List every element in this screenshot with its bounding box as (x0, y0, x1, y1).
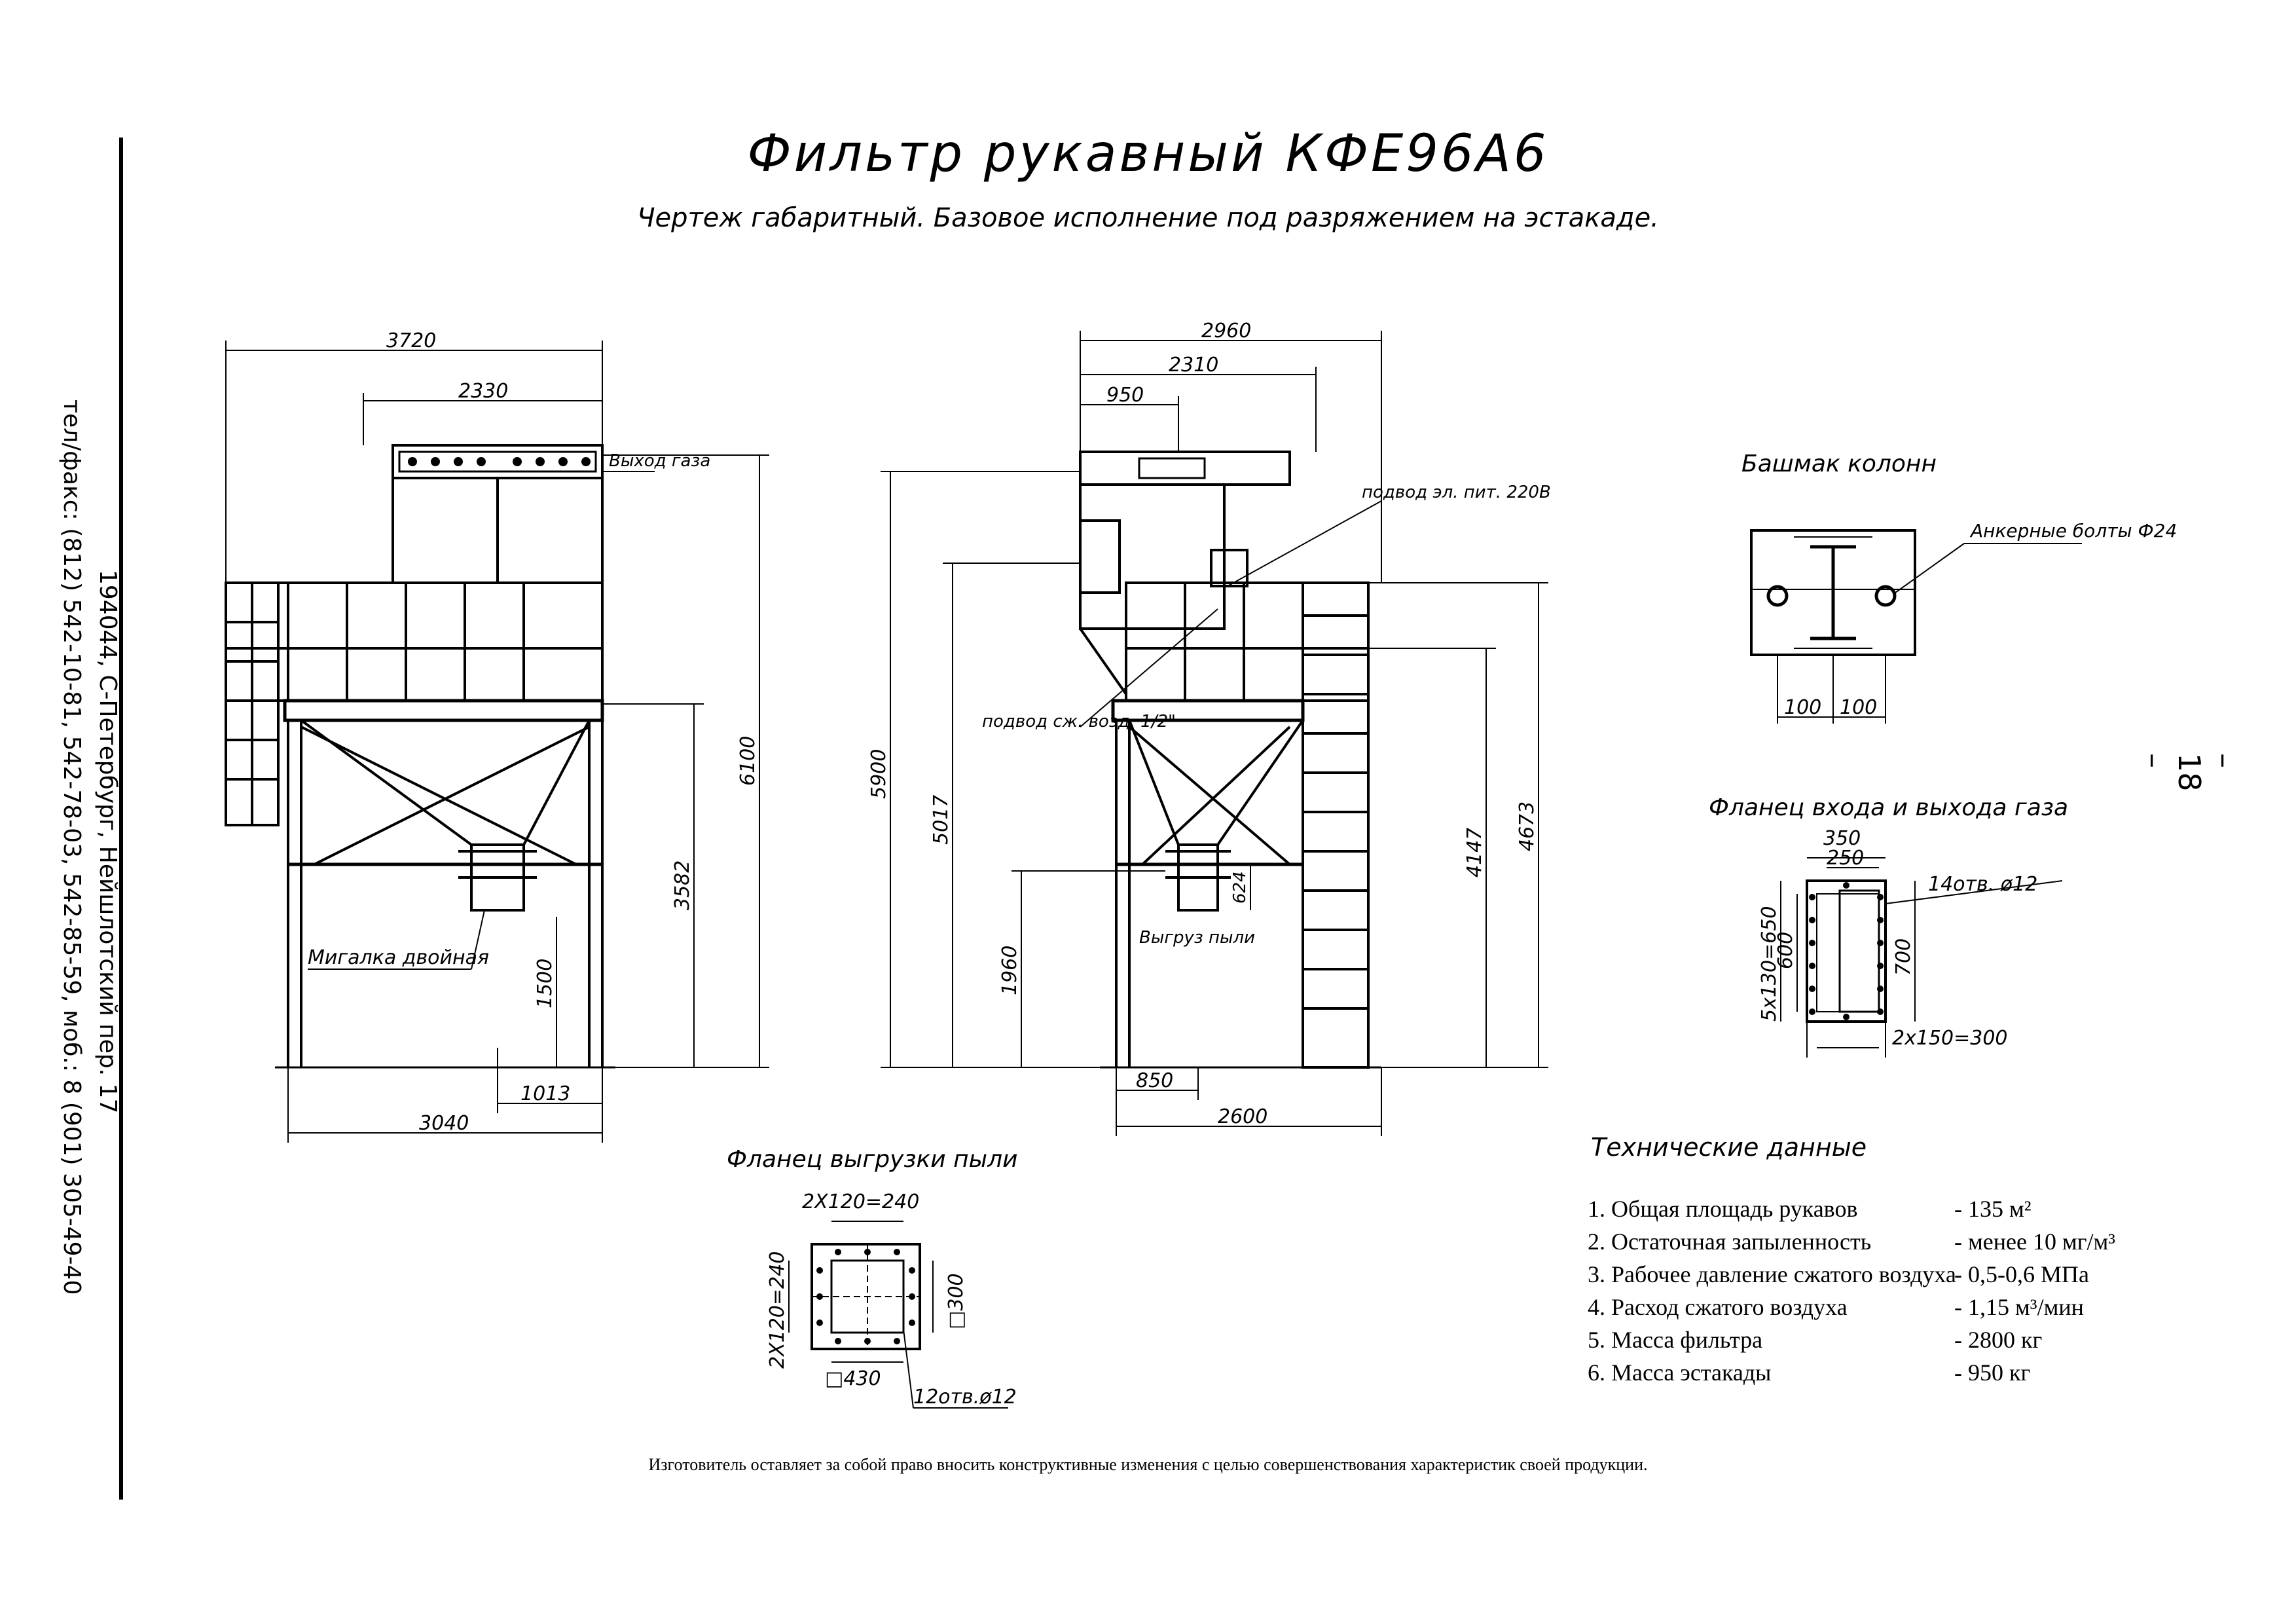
tech-row-label: 1. Общая площадь рукавов (1588, 1196, 1858, 1222)
dim-gas-600: 600 (1774, 932, 1797, 969)
label-bolts: Анкерные болты Ф24 (1969, 520, 2177, 542)
dim-dust-outer: □430 (825, 1367, 881, 1390)
dim-gas-700: 700 (1892, 938, 1915, 976)
label-power: подвод эл. пит. 220В (1362, 483, 1551, 502)
label-gas-outlet: Выход газа (609, 451, 710, 471)
dust-flange-title: Фланец выгрузки пыли (727, 1146, 1018, 1173)
dim-side-5017: 5017 (930, 795, 953, 845)
dim-side-4147: 4147 (1463, 828, 1486, 877)
dim-side-850: 850 (1136, 1069, 1173, 1092)
dim-dust-pitch-h: 2Х120=240 (802, 1190, 919, 1213)
dim-front-1500: 1500 (534, 959, 556, 1008)
label-air: подвод сж. возд. 1/2" (982, 712, 1176, 731)
dim-front-2330: 2330 (458, 380, 508, 403)
dim-dust-inner: □300 (945, 1273, 968, 1329)
tech-row-label: 2. Остаточная запыленность (1588, 1228, 1872, 1255)
side-view (308, 331, 1548, 1136)
tech-row: 5. Масса фильтра - 2800 кг (1588, 1326, 2042, 1354)
tech-row: 1. Общая площадь рукавов - 135 м² (1588, 1195, 2032, 1223)
tech-row: 4. Расход сжатого воздуха - 1,15 м³/мин (1588, 1293, 2084, 1321)
dim-gas-250: 250 (1827, 847, 1864, 870)
tech-row-value: - менее 10 мг/м³ (1954, 1228, 2116, 1255)
dim-dust-pitch-v: 2Х120=240 (766, 1251, 789, 1369)
dim-side-624: 624 (1230, 871, 1250, 904)
dust-flange-drawing (788, 1221, 1008, 1409)
label-flap: Мигалка двойная (308, 946, 489, 969)
dim-side-5900: 5900 (867, 749, 890, 799)
dim-side-1960: 1960 (998, 946, 1021, 995)
dim-front-6100: 6100 (737, 736, 759, 786)
dim-gas-pitch-h: 2х150=300 (1892, 1027, 2008, 1050)
tech-data-title: Технические данные (1591, 1133, 1867, 1162)
footer-note: Изготовитель оставляет за собой право вн… (648, 1455, 1648, 1474)
page-title: Фильтр рукавный КФЕ96А6 (747, 124, 1549, 183)
tech-row: 3. Рабочее давление сжатого воздуха- 0,5… (1588, 1261, 2089, 1288)
tech-row-value: - 1,15 м³/мин (1954, 1294, 2084, 1320)
dim-front-3582: 3582 (671, 860, 694, 910)
tech-row-value: - 950 кг (1954, 1359, 2031, 1386)
dim-side-950: 950 (1106, 384, 1144, 407)
gas-flange-drawing (1780, 857, 2063, 1058)
dim-side-4673: 4673 (1516, 802, 1539, 851)
tech-row-label: 4. Расход сжатого воздуха (1588, 1294, 1848, 1320)
page-subtitle: Чертеж габаритный. Базовое исполнение по… (637, 203, 1659, 233)
dim-front-3040: 3040 (419, 1112, 469, 1135)
tech-row-value: - 135 м² (1954, 1196, 2032, 1222)
margin-line (119, 138, 123, 1500)
dim-side-2960: 2960 (1201, 320, 1251, 342)
tech-row-label: 6. Масса эстакады (1588, 1359, 1772, 1386)
dim-base-left: 100 (1784, 696, 1821, 719)
tech-row-label: 3. Рабочее давление сжатого воздуха (1588, 1261, 1956, 1287)
column-base-drawing (1750, 529, 2082, 724)
tech-row: 6. Масса эстакады - 950 кг (1588, 1359, 2030, 1386)
tech-row-value: - 2800 кг (1954, 1327, 2043, 1353)
label-dust: Выгруз пыли (1139, 928, 1255, 948)
dim-front-1013: 1013 (520, 1082, 570, 1105)
tech-data-table: 1. Общая площадь рукавов - 135 м² 2. Оста… (1588, 1195, 2177, 1392)
front-view (225, 341, 769, 1143)
gas-flange-title: Фланец входа и выхода газа (1709, 794, 2068, 821)
dim-dust-holes: 12отв.ø12 (913, 1386, 1017, 1409)
tech-row-value: - 0,5-0,6 МПа (1954, 1261, 2089, 1287)
dim-front-3720: 3720 (386, 329, 436, 352)
column-base-title: Башмак колонн (1741, 451, 1937, 477)
dim-gas-holes: 14отв. ø12 (1928, 873, 2037, 896)
dim-gas-350: 350 (1823, 827, 1861, 850)
dim-side-2600: 2600 (1218, 1105, 1267, 1128)
dim-side-2310: 2310 (1169, 354, 1218, 377)
tech-row-label: 5. Масса фильтра (1588, 1327, 1763, 1353)
dim-gas-pitch-v: 5х130=650 (1758, 906, 1781, 1022)
dim-base-right: 100 (1840, 696, 1877, 719)
tech-row: 2. Остаточная запыленность - менее 10 мг/… (1588, 1228, 2115, 1255)
